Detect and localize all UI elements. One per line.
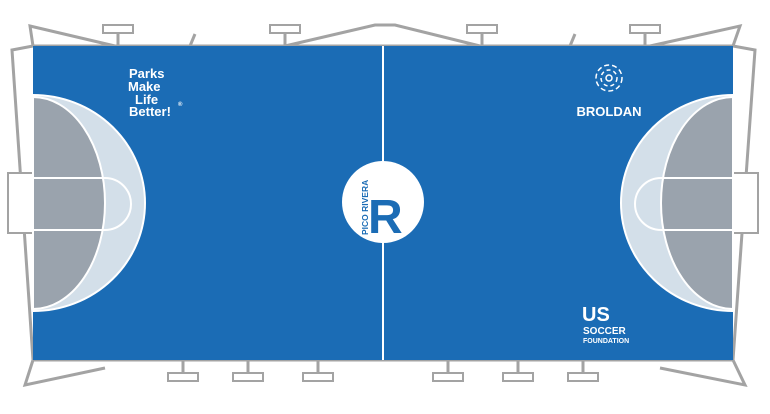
left-penalty-area: [32, 93, 146, 313]
center-text: PICO RIVERA: [360, 180, 370, 235]
us-soccer-foundation-logo: US SOCCER FOUNDATION: [582, 304, 629, 345]
left-goal: [7, 172, 34, 234]
ussf-soccer: SOCCER: [583, 326, 627, 337]
ussf-foundation: FOUNDATION: [583, 338, 629, 345]
parks-line: Parks: [129, 66, 164, 81]
parks-line: Better!: [129, 104, 171, 119]
parks-mark: ®: [178, 101, 183, 108]
center-logo: R PICO RIVERA: [342, 161, 424, 244]
parks-line: Make: [128, 79, 161, 94]
broldan-logo: BROLDAN: [577, 64, 642, 119]
broldan-text: BROLDAN: [577, 104, 642, 119]
right-goal: [732, 172, 759, 234]
ussf-us: US: [582, 304, 610, 326]
parks-line: Life: [135, 92, 158, 107]
court-frame: [7, 23, 759, 388]
center-letter: R: [368, 191, 403, 244]
fingerprint-ball-icon: [595, 64, 623, 92]
parks-logo: Parks Make Life Better! ®: [128, 66, 183, 119]
right-penalty-area: [620, 93, 734, 313]
